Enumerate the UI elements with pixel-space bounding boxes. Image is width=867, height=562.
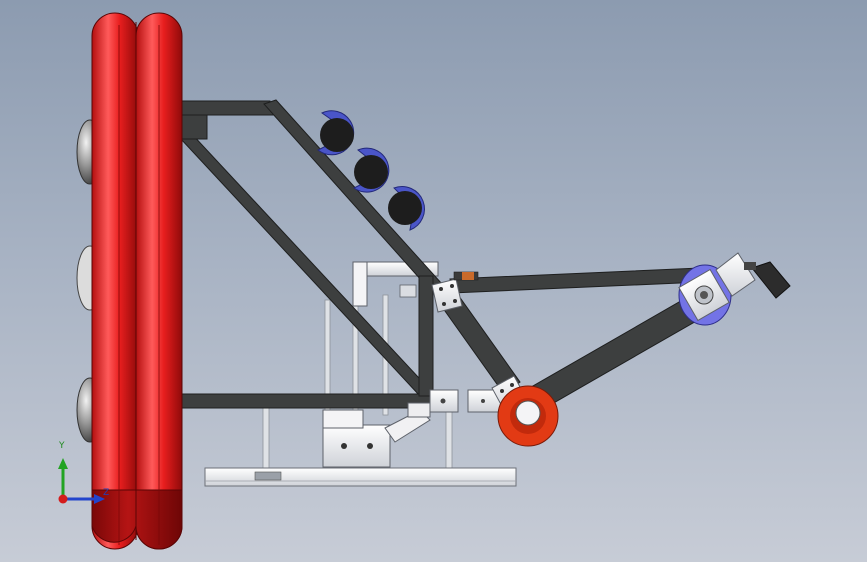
- frame-bottom-bar: [179, 393, 431, 409]
- frame-top-block: [179, 114, 208, 140]
- base-plate: [204, 467, 517, 487]
- rod: [445, 407, 453, 471]
- ball: [388, 191, 422, 225]
- gripper: [715, 252, 791, 299]
- red-roller-wheel: [497, 385, 559, 447]
- blue-wrist-wheel: [678, 264, 732, 326]
- triad-z-label: Z: [103, 488, 110, 498]
- frame-vertical-post: [418, 275, 434, 397]
- ball: [354, 155, 388, 189]
- triad-y-label: Y: [59, 441, 65, 451]
- coordinate-axes-icon: [58, 458, 105, 504]
- ball: [320, 118, 354, 152]
- lift-carriage: [322, 409, 431, 468]
- rod: [262, 407, 270, 469]
- bumper: [91, 12, 183, 550]
- frame: [179, 99, 443, 409]
- intake-rollers: [317, 110, 425, 231]
- pivot-brackets: [407, 389, 503, 418]
- arm: [439, 267, 713, 421]
- frame-top-bar: [179, 100, 276, 116]
- arm-top-link: [449, 267, 703, 294]
- bumper-tube-left: [91, 12, 139, 550]
